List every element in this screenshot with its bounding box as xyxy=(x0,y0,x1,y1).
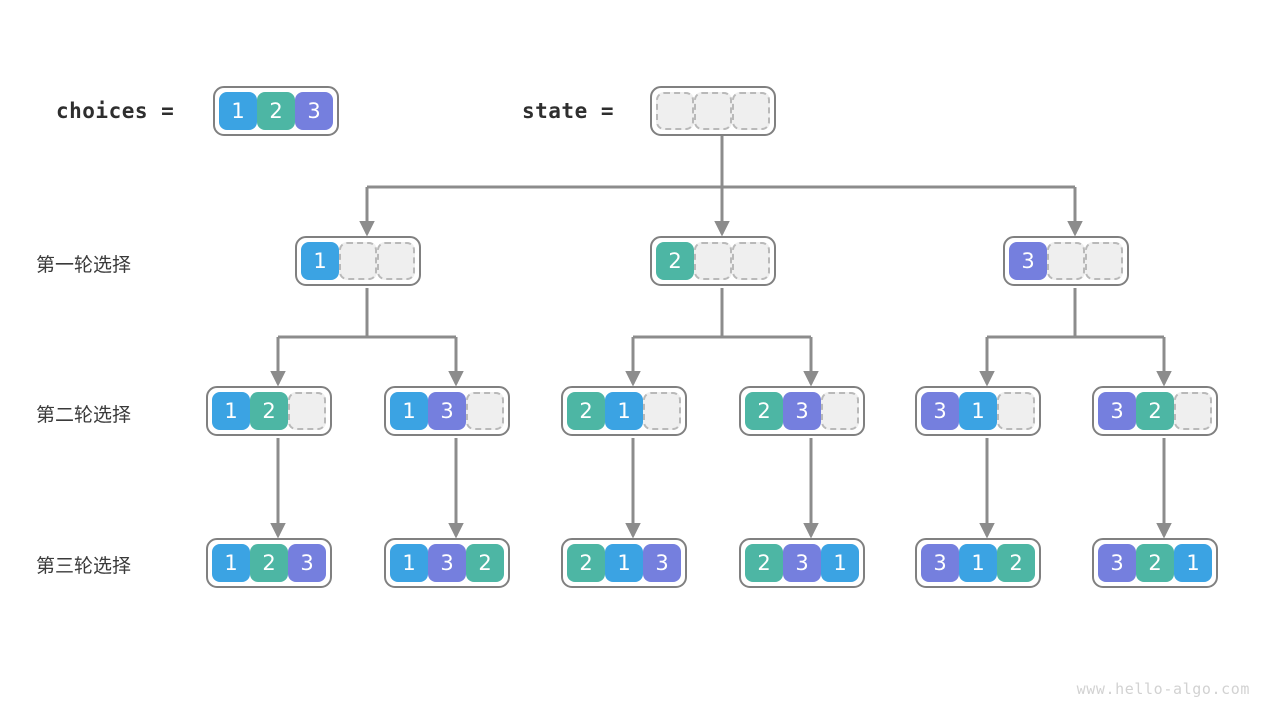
round1-1-cell-3 xyxy=(377,242,415,280)
state-cell-2 xyxy=(694,92,732,130)
round1-3-cell-2 xyxy=(1047,242,1085,280)
watermark: www.hello-algo.com xyxy=(1076,680,1250,698)
round2-3-cell-3 xyxy=(643,392,681,430)
round1-1-cell-1: 1 xyxy=(301,242,339,280)
round1-2-cell-1: 2 xyxy=(656,242,694,280)
round2-6-cell-1: 3 xyxy=(1098,392,1136,430)
round2-5-cell-1: 3 xyxy=(921,392,959,430)
state-cell-1 xyxy=(656,92,694,130)
round3-1-cell-2: 2 xyxy=(250,544,288,582)
round2-4-cell-3 xyxy=(821,392,859,430)
node-round1-1: 1 xyxy=(295,236,421,286)
round3-2-cell-3: 2 xyxy=(466,544,504,582)
round3-2-cell-2: 3 xyxy=(428,544,466,582)
round2-6-cell-2: 2 xyxy=(1136,392,1174,430)
round3-3-cell-2: 1 xyxy=(605,544,643,582)
node-round1-2: 2 xyxy=(650,236,776,286)
state-cell-3 xyxy=(732,92,770,130)
round2-1-cell-2: 2 xyxy=(250,392,288,430)
round2-1-cell-3 xyxy=(288,392,326,430)
round2-2-cell-3 xyxy=(466,392,504,430)
round1-3-cell-1: 3 xyxy=(1009,242,1047,280)
round2-4-cell-2: 3 xyxy=(783,392,821,430)
node-round1-3: 3 xyxy=(1003,236,1129,286)
round2-2-cell-2: 3 xyxy=(428,392,466,430)
choices-label: choices = xyxy=(56,99,175,123)
round1-2-cell-2 xyxy=(694,242,732,280)
round3-4-cell-3: 1 xyxy=(821,544,859,582)
round2-1-cell-1: 1 xyxy=(212,392,250,430)
round3-3-cell-1: 2 xyxy=(567,544,605,582)
row-label-round-3: 第三轮选择 xyxy=(36,555,132,577)
round2-5-cell-2: 1 xyxy=(959,392,997,430)
round3-6-cell-3: 1 xyxy=(1174,544,1212,582)
round1-3-cell-3 xyxy=(1085,242,1123,280)
row-label-round-2: 第二轮选择 xyxy=(36,404,132,426)
round2-3-cell-2: 1 xyxy=(605,392,643,430)
round2-5-cell-3 xyxy=(997,392,1035,430)
round1-1-cell-2 xyxy=(339,242,377,280)
state-array xyxy=(650,86,776,136)
round3-3-cell-3: 3 xyxy=(643,544,681,582)
round3-5-cell-1: 3 xyxy=(921,544,959,582)
round3-4-cell-1: 2 xyxy=(745,544,783,582)
choices-cell-2: 2 xyxy=(257,92,295,130)
round2-2-cell-1: 1 xyxy=(390,392,428,430)
state-label: state = xyxy=(522,99,615,123)
round3-6-cell-2: 2 xyxy=(1136,544,1174,582)
row-label-round-1: 第一轮选择 xyxy=(36,254,132,276)
round2-4-cell-1: 2 xyxy=(745,392,783,430)
round3-4-cell-2: 3 xyxy=(783,544,821,582)
round1-2-cell-3 xyxy=(732,242,770,280)
round3-1-cell-3: 3 xyxy=(288,544,326,582)
round2-6-cell-3 xyxy=(1174,392,1212,430)
round3-2-cell-1: 1 xyxy=(390,544,428,582)
choices-cell-3: 3 xyxy=(295,92,333,130)
round3-6-cell-1: 3 xyxy=(1098,544,1136,582)
choices-cell-1: 1 xyxy=(219,92,257,130)
round3-1-cell-1: 1 xyxy=(212,544,250,582)
round3-5-cell-2: 1 xyxy=(959,544,997,582)
round3-5-cell-3: 2 xyxy=(997,544,1035,582)
round2-3-cell-1: 2 xyxy=(567,392,605,430)
